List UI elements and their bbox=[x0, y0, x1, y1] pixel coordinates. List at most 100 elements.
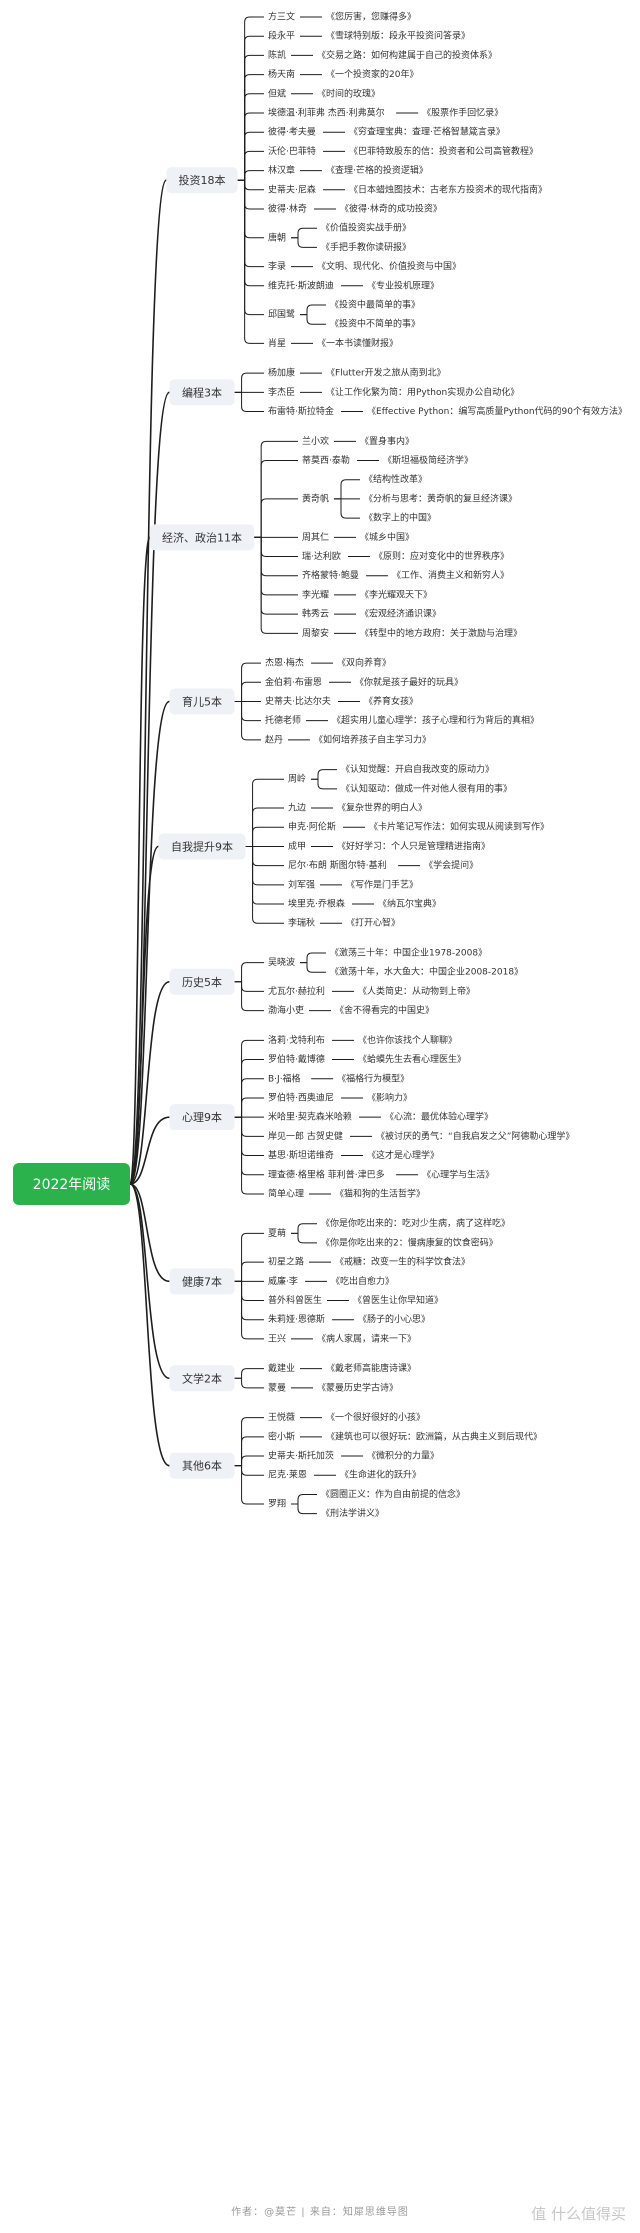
book-title: 《这才是心理学》 bbox=[367, 1149, 439, 1161]
author-name: 布雷特·斯拉特金 bbox=[268, 405, 334, 417]
link-category-to-author bbox=[245, 845, 284, 924]
link-category-to-author bbox=[234, 1368, 264, 1379]
author-name: 邱国鹭 bbox=[268, 309, 295, 320]
book-title: 《养育女孩》 bbox=[364, 695, 418, 707]
book-title: 《蛤蟆先生去看心理医生》 bbox=[358, 1053, 466, 1065]
author-name: 肖星 bbox=[268, 337, 286, 349]
author-name: 金伯莉·布雷恩 bbox=[265, 676, 322, 688]
category-label: 心理9本 bbox=[182, 1110, 222, 1124]
link-category-to-author bbox=[254, 460, 298, 538]
book-title: 《好好学习：个人只是管理精进指南》 bbox=[337, 840, 490, 852]
link-category-to-author bbox=[237, 131, 264, 181]
book-title: 《病人家属，请来一下》 bbox=[317, 1332, 416, 1344]
link-category-to-author bbox=[234, 1465, 264, 1476]
book-title: 《投资中不简单的事》 bbox=[330, 318, 420, 330]
author-name: 蒙曼 bbox=[268, 1381, 286, 1393]
book-title: 《工作、消费主义和新穷人》 bbox=[392, 569, 509, 581]
book-title: 《心流：最优体验心理学》 bbox=[385, 1111, 493, 1123]
category-label: 经济、政治11本 bbox=[162, 530, 242, 544]
book-title: 《数字上的中国》 bbox=[364, 512, 436, 524]
link-author-to-book bbox=[311, 769, 337, 780]
book-title: 《超实用儿童心理学：孩子心理和行为背后的真相》 bbox=[332, 714, 539, 726]
link-category-to-author bbox=[245, 845, 284, 867]
link-category-to-author bbox=[234, 1059, 264, 1118]
author-name: 尤瓦尔·赫拉利 bbox=[268, 985, 325, 997]
book-title: 《穷查理宝典：查理·芒格智慧箴言录》 bbox=[349, 126, 505, 138]
author-name: 齐格蒙特·鲍曼 bbox=[302, 569, 359, 581]
book-title: 《价值投资实战手册》 bbox=[321, 222, 411, 234]
category-node: 文学2本 bbox=[169, 1365, 235, 1392]
author-name: 朱莉娅·恩德斯 bbox=[268, 1313, 325, 1325]
link-author-to-book bbox=[291, 1223, 317, 1234]
book-title: 《交易之路：如何构建属于自己的投资体系》 bbox=[317, 49, 497, 61]
category-node: 自我提升9本 bbox=[158, 833, 246, 860]
book-title: 《复杂世界的明白人》 bbox=[337, 802, 427, 814]
author-name: 王兴 bbox=[268, 1333, 286, 1344]
book-title: 《卡片笔记写作法：如何实现从阅读到写作》 bbox=[369, 821, 549, 833]
author-name: 沃伦·巴菲特 bbox=[268, 145, 316, 157]
author-name: 托德老师 bbox=[265, 714, 301, 726]
link-category-to-author bbox=[234, 1465, 264, 1505]
link-category-to-author bbox=[234, 700, 261, 741]
author-name: 王悦薇 bbox=[268, 1411, 295, 1423]
author-name: 林汉章 bbox=[268, 164, 295, 176]
book-title: 《戴老师高能唐诗课》 bbox=[326, 1362, 416, 1374]
author-name: 尼尔·布朗 斯图尔特·基利 bbox=[288, 859, 387, 871]
book-title: 《转型中的地方政府：关于激励与治理》 bbox=[360, 627, 522, 639]
link-category-to-author bbox=[234, 1116, 264, 1137]
author-name: 戴建业 bbox=[268, 1362, 295, 1374]
link-root-to-category bbox=[129, 700, 171, 1185]
author-name: 刘军强 bbox=[288, 878, 315, 890]
author-name: 岸见一郎 古贺史健 bbox=[268, 1130, 343, 1142]
link-root-to-category bbox=[129, 1183, 170, 1283]
link-author-to-book bbox=[291, 227, 317, 239]
book-title: 《戒糖：改变一生的科学饮食法》 bbox=[335, 1256, 470, 1268]
author-name: 九边 bbox=[288, 803, 306, 814]
book-title: 《学会提问》 bbox=[424, 859, 478, 871]
book-title: 《李光耀观天下》 bbox=[360, 588, 432, 600]
author-name: 埃德温·利菲弗 杰西·利弗莫尔 bbox=[268, 107, 385, 119]
link-category-to-author bbox=[245, 845, 284, 905]
category-box bbox=[166, 167, 238, 194]
book-title: 《您厉害，您赚得多》 bbox=[326, 11, 416, 23]
link-category-to-author bbox=[234, 1436, 264, 1467]
link-category-to-author bbox=[234, 1232, 264, 1282]
category-node: 健康7本 bbox=[169, 1268, 235, 1295]
book-title: 《微积分的力量》 bbox=[367, 1450, 439, 1462]
link-category-to-author bbox=[237, 35, 264, 181]
author-name: 史蒂夫·尼森 bbox=[268, 183, 316, 195]
link-author-to-book bbox=[300, 304, 326, 316]
author-name: 史蒂夫·斯托加茨 bbox=[268, 1450, 334, 1462]
link-author-to-book bbox=[334, 479, 360, 500]
book-title: 《一个很好很好的小孩》 bbox=[326, 1411, 425, 1423]
link-author-to-book bbox=[291, 237, 317, 248]
link-category-to-author bbox=[234, 1280, 264, 1302]
author-name: 李杰臣 bbox=[268, 386, 295, 398]
link-category-to-author bbox=[234, 981, 264, 1012]
link-author-to-book bbox=[334, 498, 360, 519]
book-title: 《猫和狗的生活哲学》 bbox=[335, 1187, 425, 1199]
book-title: 《时间的玫瑰》 bbox=[317, 87, 380, 99]
author-name: 基思·斯坦诺维奇 bbox=[268, 1149, 334, 1161]
book-title: 《结构性改革》 bbox=[364, 473, 427, 485]
footer-credit: 作者：@莫芒 | 来自：知犀思维导图 bbox=[231, 2207, 409, 2218]
link-category-to-author bbox=[254, 440, 298, 538]
book-title: 《影响力》 bbox=[367, 1091, 412, 1103]
author-name: 周其仁 bbox=[302, 531, 329, 543]
author-name: 瑞·达利欧 bbox=[302, 550, 341, 562]
book-title: 《舍不得看完的中国史》 bbox=[335, 1004, 434, 1016]
link-category-to-author bbox=[237, 74, 264, 181]
category-node: 育儿5本 bbox=[169, 688, 235, 715]
author-name: 罗伯特·西奥迪尼 bbox=[268, 1091, 334, 1103]
link-category-to-author bbox=[237, 179, 264, 316]
link-category-to-author bbox=[234, 1417, 264, 1467]
author-name: 赵丹 bbox=[265, 733, 283, 745]
link-author-to-book bbox=[291, 1503, 317, 1515]
link-category-to-author bbox=[237, 150, 264, 181]
book-title: 《专业投机原理》 bbox=[367, 279, 439, 291]
book-title: 《手把手教你读研报》 bbox=[321, 241, 411, 253]
link-root-to-category bbox=[129, 536, 151, 1185]
author-name: 杨加康 bbox=[268, 367, 295, 379]
book-title: 《如何培养孩子自主学习力》 bbox=[314, 733, 431, 745]
link-root-to-category bbox=[129, 179, 168, 1185]
